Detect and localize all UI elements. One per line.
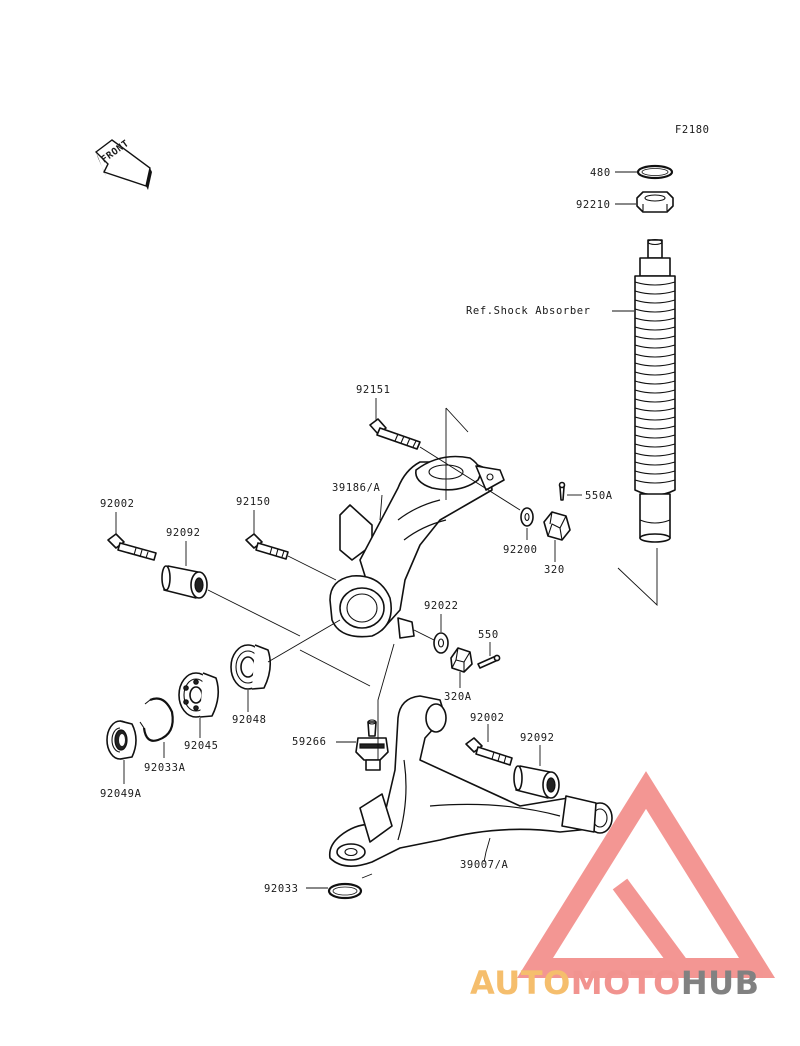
- watermark-auto: AUTO: [470, 964, 571, 1002]
- bellows-rib: [634, 425, 676, 430]
- label-92002-upper: 92002: [100, 498, 135, 510]
- label-92092-lower: 92092: [520, 732, 555, 744]
- watermark-moto: MOTO: [571, 964, 681, 1002]
- bearing-92045: [178, 672, 220, 718]
- bellows-rib: [634, 452, 676, 457]
- label-ref-shock: Ref.Shock Absorber: [466, 305, 591, 317]
- bellows-rib: [634, 281, 676, 286]
- bellows-rib: [634, 398, 676, 403]
- label-92092-upper: 92092: [166, 527, 201, 539]
- label-92033A: 92033A: [144, 762, 186, 774]
- label-39007A: 39007/A: [460, 859, 509, 871]
- bellows-rib: [634, 371, 676, 376]
- shock-absorber: [634, 238, 676, 543]
- bellows-rib: [634, 317, 676, 322]
- label-320: 320: [544, 564, 565, 576]
- bolt-92151: [369, 418, 421, 450]
- bellows-rib: [634, 299, 676, 304]
- bellows-rib: [634, 470, 676, 475]
- circlip-92033A: [139, 697, 174, 742]
- cotter-pin-550A: [558, 481, 566, 501]
- castle-nut-320A: [450, 647, 473, 673]
- label-550: 550: [478, 629, 499, 641]
- bellows-rib: [634, 353, 676, 358]
- label-92200: 92200: [503, 544, 538, 556]
- label-92002-lower: 92002: [470, 712, 505, 724]
- bellows-rib: [634, 380, 676, 385]
- label-59266: 59266: [292, 736, 327, 748]
- seal-92049A: [106, 720, 137, 760]
- watermark-hub: HUB: [681, 964, 760, 1002]
- label-92049A: 92049A: [100, 788, 142, 800]
- washer-92200: [520, 507, 534, 527]
- bolt-92150: [245, 533, 289, 560]
- label-320A: 320A: [444, 691, 472, 703]
- bellows-rib: [634, 308, 676, 313]
- bolt-92002-upper: [107, 533, 157, 561]
- bellows-rib: [634, 416, 676, 421]
- label-550A: 550A: [585, 490, 613, 502]
- front-arrow-icon: FRONT: [94, 138, 152, 190]
- bellows-rib: [634, 344, 676, 349]
- bellows-rib: [634, 290, 676, 295]
- label-92033: 92033: [264, 883, 299, 895]
- figure-code: F2180: [675, 124, 710, 136]
- label-92048: 92048: [232, 714, 267, 726]
- bellows-rib: [634, 335, 676, 340]
- label-480: 480: [590, 167, 611, 179]
- bellows-rib: [634, 389, 676, 394]
- bolt-92002-lower: [465, 737, 513, 766]
- circlip-480: [636, 164, 674, 180]
- bellows-rib: [634, 434, 676, 439]
- label-92045: 92045: [184, 740, 219, 752]
- castle-nut-320: [543, 511, 571, 541]
- circlip-92033: [327, 882, 363, 900]
- bellows-rib: [634, 461, 676, 466]
- label-92210: 92210: [576, 199, 611, 211]
- nut-92210: [636, 191, 674, 213]
- bellows-rib: [634, 407, 676, 412]
- bearing-92048: [230, 644, 272, 690]
- washer-92022: [433, 632, 449, 654]
- bellows-rib: [634, 443, 676, 448]
- bellows-rib: [634, 362, 676, 367]
- a-arm: [328, 695, 613, 867]
- bellows-rib: [634, 479, 676, 484]
- bushing-92092-upper: [161, 565, 208, 599]
- steering-knuckle: [329, 455, 505, 639]
- watermark-logo: AUTOMOTOHUB: [470, 771, 776, 1002]
- label-92151: 92151: [356, 384, 391, 396]
- ball-joint-59266: [355, 719, 389, 771]
- cotter-pin-550: [477, 654, 501, 669]
- label-39186A: 39186/A: [332, 482, 381, 494]
- bellows-rib: [634, 326, 676, 331]
- bushing-92092-lower: [513, 765, 560, 799]
- svg-text:AUTOMOTOHUB: AUTOMOTOHUB: [470, 964, 760, 1002]
- label-92150: 92150: [236, 496, 271, 508]
- label-92022: 92022: [424, 600, 459, 612]
